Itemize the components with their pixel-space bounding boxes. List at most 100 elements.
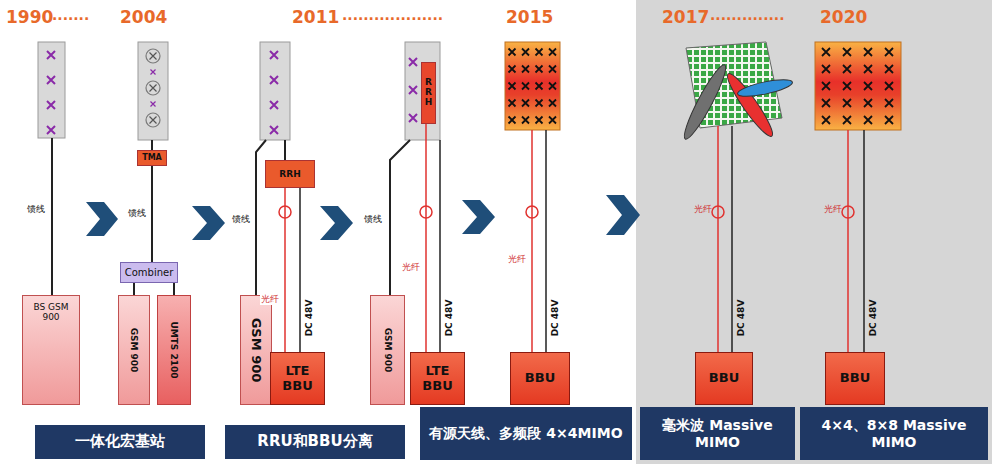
edge-label: 馈线 [127, 209, 147, 219]
antenna [138, 42, 168, 140]
dipole-mark [549, 83, 556, 90]
active-antenna [815, 42, 901, 130]
fibre-lines [279, 126, 854, 352]
dipole-mark [509, 100, 516, 107]
active-antenna [505, 42, 560, 130]
dipole-mark [864, 116, 872, 124]
beam [736, 76, 793, 99]
connector [173, 283, 175, 295]
dipole-mark [47, 101, 55, 109]
dipole-mark [522, 100, 529, 107]
dipole-mark [864, 65, 872, 73]
node-text: BBU [840, 371, 870, 386]
connector [425, 124, 427, 352]
dipole-mark [549, 49, 556, 56]
node-text: UMTS 2100 [169, 321, 179, 378]
era-band: RRU和BBU分离 [225, 425, 405, 459]
dipole-mark [843, 65, 851, 73]
node-text: TMA [142, 153, 162, 162]
bbu-box: LTE BBU [410, 352, 465, 405]
dipole-mark [509, 83, 516, 90]
dipole-mark [843, 99, 851, 107]
dipole-mark [843, 116, 851, 124]
dipole-mark [522, 117, 529, 124]
dipole-mark [150, 85, 157, 92]
grey-panel [636, 0, 992, 464]
node-text: BS GSM 900 [25, 302, 77, 323]
dipole-mark [864, 48, 872, 56]
dipole-mark [270, 76, 278, 84]
dipole-mark [536, 100, 543, 107]
dipole-mark [843, 48, 851, 56]
power-label: DC 48V [869, 300, 879, 337]
node-text: RRH [424, 78, 433, 108]
dipole-mark [47, 126, 55, 134]
dipole-mark [536, 49, 543, 56]
node-text: BBU [525, 371, 555, 386]
feeder-label: 馈线 [232, 215, 250, 225]
gsm-unit: GSM 900 [118, 295, 150, 405]
antenna [38, 42, 65, 138]
dipole-mark [549, 100, 556, 107]
node-text: GSM 900 [382, 328, 392, 373]
fibre-label: 光纤 [508, 255, 526, 265]
feeder-label: 馈线 [364, 215, 382, 225]
dipole-mark [843, 82, 851, 90]
dipole-mark [822, 82, 830, 90]
dipole-mark [864, 82, 872, 90]
dipole-mark [822, 99, 830, 107]
dotted-span: ................... [342, 8, 443, 23]
year-label: 2015 [506, 8, 553, 27]
dipole-mark [885, 116, 893, 124]
dipole-mark [864, 99, 872, 107]
antenna [260, 42, 290, 140]
node-text: 一体化宏基站 [75, 433, 165, 450]
beam [679, 62, 731, 143]
beam [722, 70, 777, 140]
dipole-mark [509, 49, 516, 56]
era-band: 4×4、8×8 Massive MIMO [800, 407, 988, 460]
dipole-mark [409, 58, 417, 66]
combiner-box: Combiner [120, 262, 178, 283]
dipole-mark [522, 83, 529, 90]
bbu-box: BBU [510, 352, 570, 405]
dipole-mark [47, 76, 55, 84]
node-text: 毫米波 Massive MIMO [643, 417, 792, 449]
dipole-mark [822, 116, 830, 124]
year-label: 2004 [120, 8, 167, 27]
fibre-label: 光纤 [694, 205, 712, 215]
connector [284, 188, 286, 352]
node-text: RRU和BBU分离 [257, 433, 372, 450]
dipole-mark [885, 99, 893, 107]
base-station: BS GSM 900 [22, 295, 80, 405]
dipole-mark [536, 83, 543, 90]
antenna [405, 42, 440, 140]
dipole-mark [409, 86, 417, 94]
dipole-mark [885, 65, 893, 73]
dipole-mark [409, 114, 417, 122]
umts-unit: UMTS 2100 [157, 295, 191, 405]
bbu-box: BBU [695, 352, 753, 405]
node-text: LTE BBU [413, 364, 462, 394]
dipole-mark [509, 117, 516, 124]
era-band: 有源天线、多频段 4×4MIMO [420, 407, 632, 460]
dipole-mark [536, 117, 543, 124]
power-label: DC 48V [445, 300, 455, 337]
era-band: 一体化宏基站 [35, 425, 205, 459]
gsm-unit: GSM 900 [240, 295, 272, 405]
dipole-mark [885, 82, 893, 90]
power-label: DC 48V [551, 300, 561, 337]
rrh-box: RRH [265, 160, 315, 188]
dipole-mark [549, 117, 556, 124]
dipole-circles [146, 49, 160, 127]
node-text: GSM 900 [129, 328, 139, 373]
progress-chevrons [86, 195, 640, 240]
node-text: LTE BBU [273, 364, 322, 394]
power-label: DC 48V [737, 300, 747, 337]
year-label: 2020 [820, 8, 867, 27]
bbu-box: BBU [825, 352, 885, 405]
dipole-mark [47, 51, 55, 59]
edge-label: 光纤 [401, 263, 421, 273]
feeder-label: 馈线 [27, 205, 45, 215]
